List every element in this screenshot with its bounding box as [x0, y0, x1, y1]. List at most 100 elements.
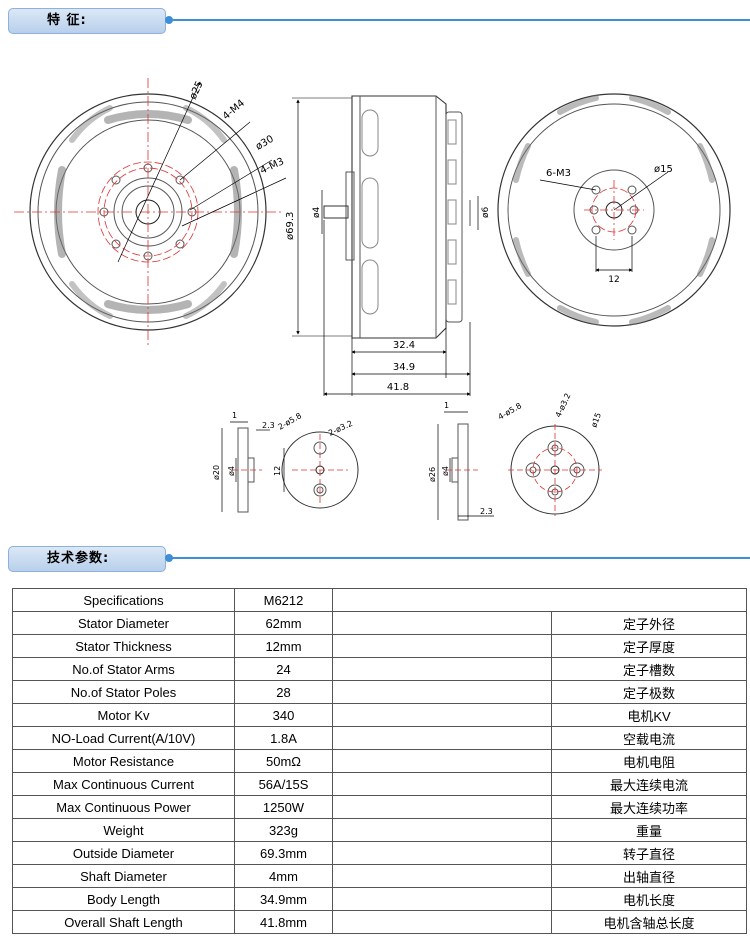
rear-dim-12: 12 [608, 275, 619, 285]
spec-cn-label: 定子外径 [551, 611, 747, 635]
adapter-small-centerlines [232, 434, 348, 506]
spec-cn-label: 重量 [551, 818, 747, 842]
spec-label: No.of Stator Poles [12, 680, 235, 704]
side-view-dimensions [296, 99, 479, 396]
spec-header-model: M6212 [234, 588, 333, 612]
front-dim-d25: ø25 [188, 80, 206, 102]
adapter-large [437, 411, 600, 521]
spec-label: No.of Stator Arms [12, 657, 235, 681]
adapter-small-holes1: 2-ø5.8 [277, 411, 304, 432]
header-rule [168, 557, 750, 559]
spec-label: Motor Kv [12, 703, 235, 727]
header-rule [168, 19, 750, 21]
spec-header-blank [332, 588, 747, 612]
side-dim-d69: ø69.3 [285, 212, 296, 240]
side-dim-34-9: 34.9 [393, 362, 415, 373]
table-header-row: Specifications M6212 [12, 588, 747, 612]
spec-label: Stator Diameter [12, 611, 235, 635]
adapter-large-holes1: 4-ø5.8 [497, 401, 524, 422]
spec-value: 323g [234, 818, 333, 842]
motor-technical-drawing: ø25 4-M4 ø30 4-M3 ø69.3 ø4 ø6 32.4 [14, 78, 731, 521]
spec-label: Max Continuous Current [12, 772, 235, 796]
spec-value: 12mm [234, 634, 333, 658]
spec-gap [332, 864, 552, 888]
spec-value: 69.3mm [234, 841, 333, 865]
rear-dim-d15: ø15 [654, 164, 673, 175]
spec-gap [332, 657, 552, 681]
side-dim-shaft-right: ø6 [481, 206, 491, 218]
spec-value: 34.9mm [234, 887, 333, 911]
spec-gap [332, 910, 552, 934]
adapter-large-dia: ø26 [428, 467, 437, 482]
params-section-header: 技术参数: [8, 546, 750, 572]
spec-cn-label: 最大连续功率 [551, 795, 747, 819]
spec-label: Motor Resistance [12, 749, 235, 773]
spec-cn-label: 出轴直径 [551, 864, 747, 888]
side-dim-41-8: 41.8 [387, 382, 409, 393]
adapter-large-pcd: ø15 [589, 411, 603, 428]
spec-value: 62mm [234, 611, 333, 635]
spec-cn-label: 定子厚度 [551, 634, 747, 658]
adapter-large-thick1: 1 [444, 401, 449, 410]
features-section-title: 特 征: [8, 8, 166, 34]
adapter-small-spacing: 12 [273, 466, 282, 476]
adapter-large-bore: ø4 [441, 466, 450, 476]
spec-value: 1250W [234, 795, 333, 819]
spec-label: Weight [12, 818, 235, 842]
spec-cn-label: 最大连续电流 [551, 772, 747, 796]
spec-label: Overall Shaft Length [12, 910, 235, 934]
spec-value: 340 [234, 703, 333, 727]
spec-gap [332, 680, 552, 704]
spec-value: 28 [234, 680, 333, 704]
front-view-leaders [117, 81, 287, 263]
front-dim-4m4: 4-M4 [221, 98, 247, 122]
front-dim-4m3: 4-M3 [259, 156, 286, 177]
adapter-large-centerlines [446, 424, 602, 516]
rear-dim-6m3: 6-M3 [546, 168, 571, 179]
spec-value: 4mm [234, 864, 333, 888]
spec-label: Stator Thickness [12, 634, 235, 658]
spec-cn-label: 电机长度 [551, 887, 747, 911]
adapter-small-thick2: 2.3 [262, 421, 275, 430]
spec-gap [332, 611, 552, 635]
spec-label: Max Continuous Power [12, 795, 235, 819]
spec-gap [332, 726, 552, 750]
spec-value: 1.8A [234, 726, 333, 750]
side-dim-32-4: 32.4 [393, 340, 415, 351]
spec-gap [332, 749, 552, 773]
adapter-large-thick2: 2.3 [480, 507, 493, 516]
spec-gap [332, 795, 552, 819]
spec-gap [332, 772, 552, 796]
spec-gap [332, 818, 552, 842]
rear-view [497, 93, 731, 327]
spec-value: 24 [234, 657, 333, 681]
side-dim-shaft-left: ø4 [312, 206, 322, 218]
spec-label: Shaft Diameter [12, 864, 235, 888]
spec-label: Outside Diameter [12, 841, 235, 865]
features-section-header: 特 征: [8, 8, 750, 34]
params-section-title: 技术参数: [8, 546, 166, 572]
spec-cn-label: 定子极数 [551, 680, 747, 704]
adapter-large-holes2: 4-ø3.2 [554, 392, 573, 419]
spec-value: 56A/15S [234, 772, 333, 796]
adapter-small-bore: ø4 [227, 466, 236, 476]
spec-gap [332, 887, 552, 911]
spec-gap [332, 634, 552, 658]
spec-cn-label: 电机KV [551, 703, 747, 727]
rear-view-leaders [539, 171, 669, 272]
adapter-small-holes2: 2-ø3.2 [327, 419, 354, 438]
spec-gap [332, 841, 552, 865]
spec-cn-label: 空载电流 [551, 726, 747, 750]
spec-cn-label: 电机含轴总长度 [551, 910, 747, 934]
